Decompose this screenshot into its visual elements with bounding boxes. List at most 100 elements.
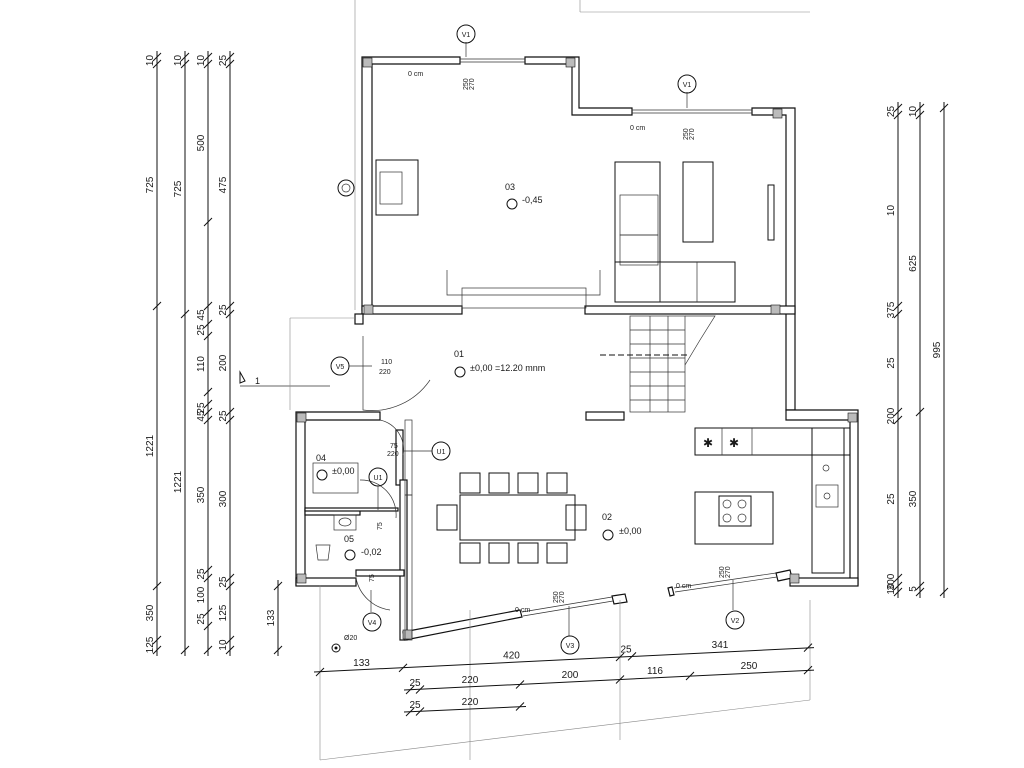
tag-v3: V3 — [566, 643, 575, 650]
section-mark: 1 — [255, 376, 260, 386]
dim-left-mid-tick-9 — [203, 415, 213, 425]
staircase — [600, 315, 716, 413]
floor-mark-v2: 0 cm — [676, 583, 691, 590]
dim-right-a-label-3: 25 — [886, 357, 897, 369]
dim-right-a-tick-5 — [893, 415, 903, 425]
room-markers: 03 -0,45 01 ±0,00 =12.20 mnm 02 ±0,00 04… — [316, 182, 641, 561]
floor-mark-v1b: 0 cm — [630, 125, 645, 132]
svg-text:✱: ✱ — [729, 436, 739, 450]
dim-left-mid-label-8: 45 — [196, 410, 207, 422]
door-swings — [355, 336, 431, 611]
dim-left-mid-tick-1 — [203, 59, 213, 69]
dim-left-inner-label-8: 10 — [218, 639, 229, 651]
dim-left-mid-tick-5 — [203, 331, 213, 341]
dim-left-mid-label-12: 25 — [196, 613, 207, 625]
tag-v5: V5 — [336, 364, 345, 371]
dim-bottom-b-label-0: 25 — [409, 678, 421, 689]
dim-left-inner-tick-1 — [225, 59, 235, 69]
dim-left-outer-label-1: 725 — [145, 176, 156, 193]
dim-right-b-tick-2 — [915, 407, 925, 417]
dim-left-inner-tick-4 — [225, 407, 235, 417]
dim-left-mid-tick-13 — [203, 621, 213, 631]
dim-left-total-tick-1 — [180, 59, 190, 69]
dim-left-outer-tick-4 — [152, 635, 162, 645]
room-id-01: 01 — [454, 349, 464, 359]
furniture: ✱ ✱ — [312, 159, 851, 641]
room-level-02: ±0,00 — [619, 526, 641, 536]
dim-right-a-tick-3 — [893, 309, 903, 319]
dim-left-total-label-2: 1221 — [173, 470, 184, 493]
dim-left-total-tick-0 — [180, 52, 190, 62]
room-level-01: ±0,00 =12.20 mnm — [470, 363, 545, 373]
dim-bottom-b-tick-3 — [615, 675, 625, 684]
dim-left-outer-tick-5 — [152, 645, 162, 655]
tag-u1-a: U1 — [437, 449, 446, 456]
dim-left-inner-tick-0 — [225, 52, 235, 62]
dim-bottom-c-tick-2 — [515, 702, 525, 711]
dim-bottom-c-label-1: 220 — [462, 697, 479, 708]
room-level-04: ±0,00 — [332, 466, 354, 476]
dim-bottom-a-line — [313, 647, 815, 673]
v1a-sub: 270 — [469, 78, 476, 90]
dim-bottom-a-label-2: 25 — [620, 645, 632, 656]
dim-left-inner-label-3: 200 — [218, 354, 229, 371]
dim-left-inner-tick-2 — [225, 301, 235, 311]
dim-left-mid-label-0: 10 — [196, 55, 207, 67]
dim-left-inner-tick-7 — [225, 581, 235, 591]
dim-right-a-tick-8 — [893, 587, 903, 597]
u1b-val: 75 — [377, 522, 384, 530]
dim-bottom-c-tick-1 — [415, 707, 425, 716]
room-id-03: 03 — [505, 182, 515, 192]
room-id-04: 04 — [316, 453, 326, 463]
dim-left-mid-tick-4 — [203, 319, 213, 329]
dim-right-a-label-6: 300 — [886, 573, 897, 590]
dim-right-a-tick-0 — [893, 103, 903, 113]
dimension-lines: 1072512213501251072512211050045251102545… — [145, 51, 949, 717]
drain-label: Ø20 — [344, 635, 357, 642]
dim-left-outer-tick-2 — [152, 301, 162, 311]
dim-left-inner-label-4: 25 — [218, 410, 229, 422]
room-level-03: -0,45 — [522, 195, 543, 205]
dim-left-sub-tick-1 — [273, 645, 283, 655]
dim-right-b-tick-1 — [915, 110, 925, 120]
v5-top: 110 — [381, 359, 392, 366]
dim-bottom-a-label-3: 341 — [712, 640, 729, 651]
v3-sill: 250 — [553, 591, 560, 603]
dim-left-inner-tick-5 — [225, 415, 235, 425]
tag-v1-b: V1 — [683, 82, 692, 89]
dim-right-a-label-7: 10 — [886, 583, 897, 595]
dim-left-mid-label-11: 100 — [196, 586, 207, 603]
dim-right-b-label-0: 10 — [908, 106, 919, 118]
floor-mark-v1a: 0 cm — [408, 71, 423, 78]
dim-left-inner-label-6: 25 — [218, 576, 229, 588]
dim-left-mid-tick-0 — [203, 52, 213, 62]
room-id-05: 05 — [344, 534, 354, 544]
v1b-sub: 270 — [689, 128, 696, 140]
dim-left-mid-tick-12 — [203, 607, 213, 617]
tag-v4: V4 — [368, 620, 377, 627]
dim-left-outer-label-4: 125 — [145, 636, 156, 653]
dim-bottom-b-tick-0 — [405, 685, 415, 695]
dim-left-total-tick-3 — [180, 645, 190, 655]
dim-left-mid-tick-11 — [203, 573, 213, 583]
dim-left-outer-label-2: 1221 — [145, 434, 156, 457]
dim-right-b-tick-0 — [915, 103, 925, 113]
dim-left-sub-label-0: 133 — [266, 609, 277, 626]
dim-bottom-b-tick-4 — [685, 671, 695, 681]
dim-bottom-a-tick-4 — [803, 643, 813, 652]
room-level-05: -0,02 — [361, 547, 382, 557]
dim-right-a-tick-1 — [893, 110, 903, 120]
dim-left-inner-label-1: 475 — [218, 176, 229, 193]
dim-bottom-a-tick-1 — [398, 663, 408, 673]
dim-left-mid-label-5: 110 — [196, 356, 207, 372]
dim-left-mid-tick-7 — [203, 399, 213, 409]
dim-bottom-c-line — [403, 706, 527, 713]
dim-right-a-tick-7 — [893, 581, 903, 591]
room-id-02: 02 — [602, 512, 612, 522]
dim-left-mid-tick-6 — [203, 387, 213, 397]
dim-left-mid-tick-8 — [203, 407, 213, 417]
dim-right-b-label-3: 5 — [908, 586, 919, 592]
tag-v1-a: V1 — [462, 32, 471, 39]
dim-right-c-tick-1 — [939, 587, 949, 597]
